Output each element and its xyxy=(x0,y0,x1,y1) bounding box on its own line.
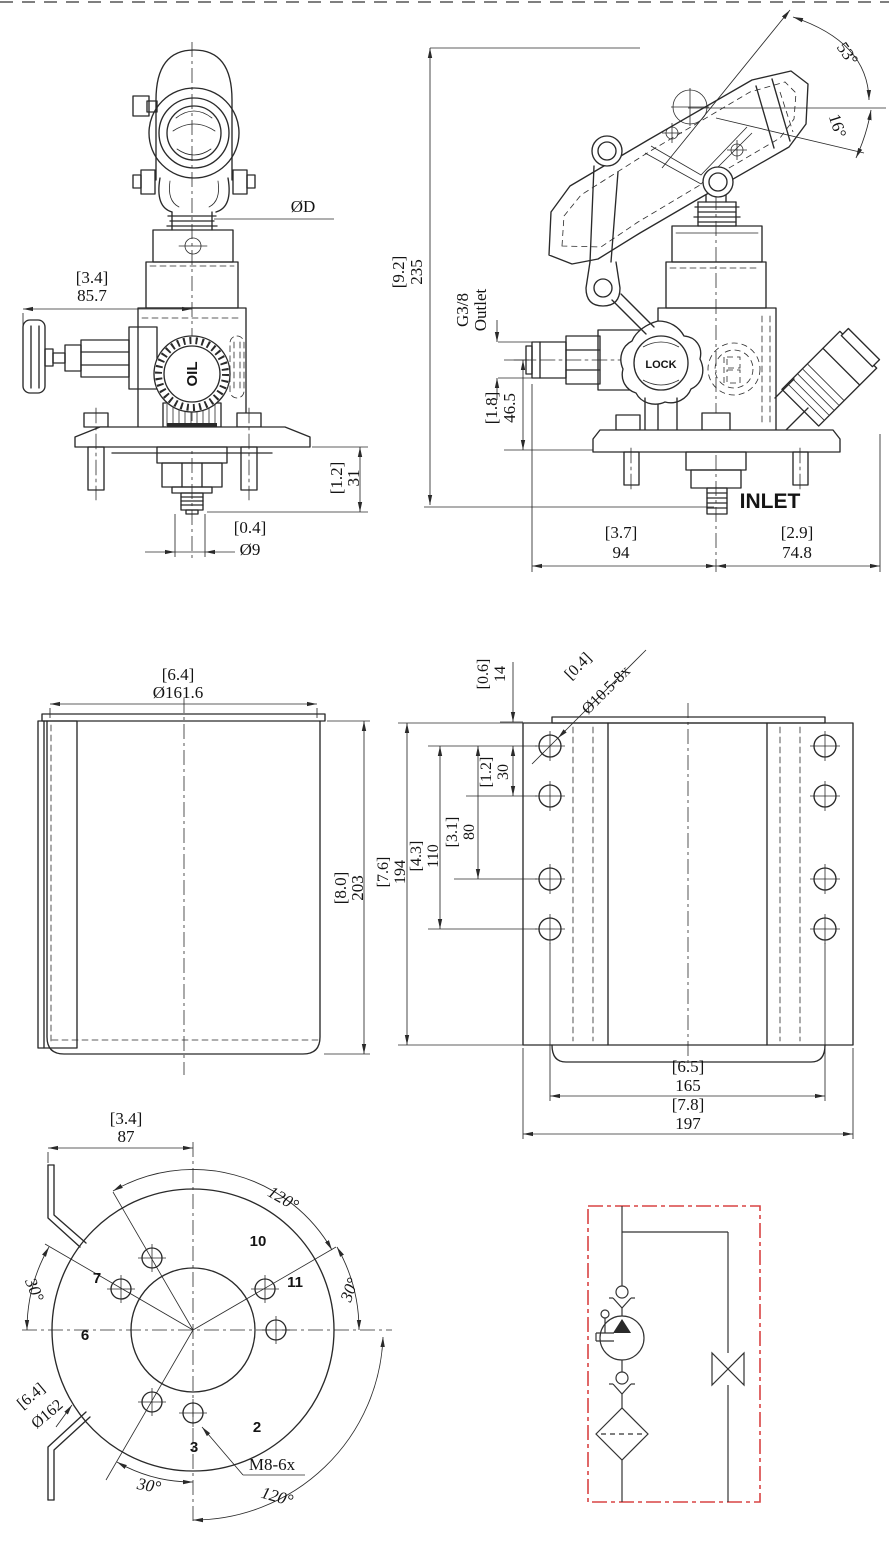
lever-link xyxy=(585,165,655,335)
oil-filler-cap: OIL xyxy=(153,335,231,428)
dim-pitch1-in: [1.2] xyxy=(478,757,495,788)
position-2: 2 xyxy=(253,1419,261,1436)
tank-view: [6.4] Ø161.6 [8.0] 203 xyxy=(37,665,370,1075)
mounting-flange-side xyxy=(592,412,841,515)
flange-holes xyxy=(107,1244,290,1427)
bolt-spec-label: M8-6x xyxy=(249,1455,296,1474)
tank-dimensions: [6.4] Ø161.6 [8.0] 203 xyxy=(49,665,370,1055)
angle-left-label: 30° xyxy=(21,1274,48,1304)
angle-top-label: 120° xyxy=(265,1182,303,1215)
angle-53-label: 53° xyxy=(833,39,862,69)
side-dimensions: [9.2] 235 53° 16° G3/8 Outlet [1.8] 46.5… xyxy=(389,9,886,572)
dim-base-h-mm: 31 xyxy=(344,470,363,487)
dim-tank-dia-mm: Ø161.6 xyxy=(153,683,204,702)
dim-pitch2-in: [3.1] xyxy=(444,817,461,848)
dim-pitch3-mm: 110 xyxy=(425,844,442,867)
angle-right-label: 30° xyxy=(336,1275,362,1305)
hydraulic-schematic xyxy=(587,1205,761,1503)
check-valve-icon xyxy=(609,1371,635,1395)
dim-pitch3-in: [4.3] xyxy=(408,841,425,872)
bracket-view: [0.6] 14 [1.2] 30 [3.1] 80 [4.3] 110 [7.… xyxy=(375,650,854,1139)
angle-annotations: 120° 30° 30° 30° 120° xyxy=(21,1169,385,1523)
dim-drain-mm: Ø9 xyxy=(240,540,261,559)
side-view-pump: LOCK INLET xyxy=(389,9,886,572)
dim-outer-w-mm: 197 xyxy=(675,1114,701,1133)
dim-pitch2-mm: 80 xyxy=(461,824,478,840)
dim-width-mm: 85.7 xyxy=(77,286,107,305)
dim-left-mm: 94 xyxy=(613,543,631,562)
dim-right-in: [2.9] xyxy=(781,523,814,542)
lock-knob-label: LOCK xyxy=(645,359,676,371)
oil-cap-label: OIL xyxy=(184,362,201,387)
mounting-flange-front xyxy=(74,407,311,515)
handle-bracket xyxy=(548,70,809,265)
dim-inner-w-mm: 165 xyxy=(675,1076,701,1095)
dim-tank-h-mm: 203 xyxy=(348,875,367,901)
shutoff-valve-icon xyxy=(711,1351,745,1387)
dim-pitch1-mm: 30 xyxy=(495,764,512,780)
dim-bracket-h-mm: 194 xyxy=(392,860,409,884)
dim-top-offset-mm: 14 xyxy=(492,666,509,682)
outlet-word-label: Outlet xyxy=(471,288,490,331)
dim-inner-w-in: [6.5] xyxy=(672,1057,705,1076)
flange-dimensions: [3.4] 87 [6.4] Ø162 M8-6x xyxy=(14,1109,305,1476)
check-valve-icon xyxy=(609,1285,635,1309)
position-10: 10 xyxy=(250,1233,267,1250)
flange-bolt-circle-view: 120° 30° 30° 30° 120° [3.4] 87 [6.4] Ø16… xyxy=(14,1109,392,1524)
bracket-holes xyxy=(535,731,840,944)
position-7: 7 xyxy=(93,1270,101,1287)
dim-tank-dia-in: [6.4] xyxy=(162,665,195,684)
dim-total-h-mm: 235 xyxy=(407,259,426,285)
pump-body-side xyxy=(657,189,777,433)
front-dimensions: [3.4] 85.7 ØD [1.2] 31 [0.4] Ø9 xyxy=(22,197,368,559)
angle-bl-label: 30° xyxy=(135,1474,163,1497)
dim-bracket-h-in: [7.6] xyxy=(375,857,392,888)
front-view-pump: OIL [3.4] 85.7 ØD [1.2] 31 [0.4] Ø9 xyxy=(22,42,368,559)
dim-top-offset-in: [0.6] xyxy=(475,659,492,690)
position-3: 3 xyxy=(190,1439,198,1456)
position-6: 6 xyxy=(81,1327,89,1344)
dim-offset-mm: 87 xyxy=(118,1127,136,1146)
dim-base-h-in: [1.2] xyxy=(327,462,346,495)
dim-width-in: [3.4] xyxy=(76,268,109,287)
position-numbers: 10 7 11 6 2 3 xyxy=(81,1233,303,1456)
dim-left-in: [3.7] xyxy=(605,523,638,542)
inlet-label: INLET xyxy=(740,490,801,513)
angle-16-label: 16° xyxy=(825,112,850,141)
dim-shaft-dia: ØD xyxy=(291,197,316,216)
dim-outlet-h-in: [1.8] xyxy=(482,392,501,425)
outlet-thread-label: G3/8 xyxy=(453,293,472,327)
filter-icon xyxy=(595,1407,649,1461)
dim-total-h-in: [9.2] xyxy=(389,256,408,289)
position-11: 11 xyxy=(287,1274,303,1291)
pump-head xyxy=(132,49,256,231)
dim-holes-in: [0.4] xyxy=(562,650,596,684)
hidden-cap-circle xyxy=(707,342,761,396)
hand-pump-icon xyxy=(595,1309,645,1361)
dim-drain-in: [0.4] xyxy=(234,518,267,537)
dim-holes-spec: Ø10.5-8x xyxy=(579,663,634,718)
inlet-elbow-fitting xyxy=(774,327,881,431)
relief-valve-knob xyxy=(22,319,158,394)
dim-outlet-h-mm: 46.5 xyxy=(500,393,519,423)
schematic-boundary xyxy=(587,1205,761,1503)
dim-tank-h-in: [8.0] xyxy=(331,872,350,905)
lock-knob: LOCK xyxy=(620,320,704,431)
dim-right-mm: 74.8 xyxy=(782,543,812,562)
dim-outer-w-in: [7.8] xyxy=(672,1095,705,1114)
dim-offset-in: [3.4] xyxy=(110,1109,143,1128)
